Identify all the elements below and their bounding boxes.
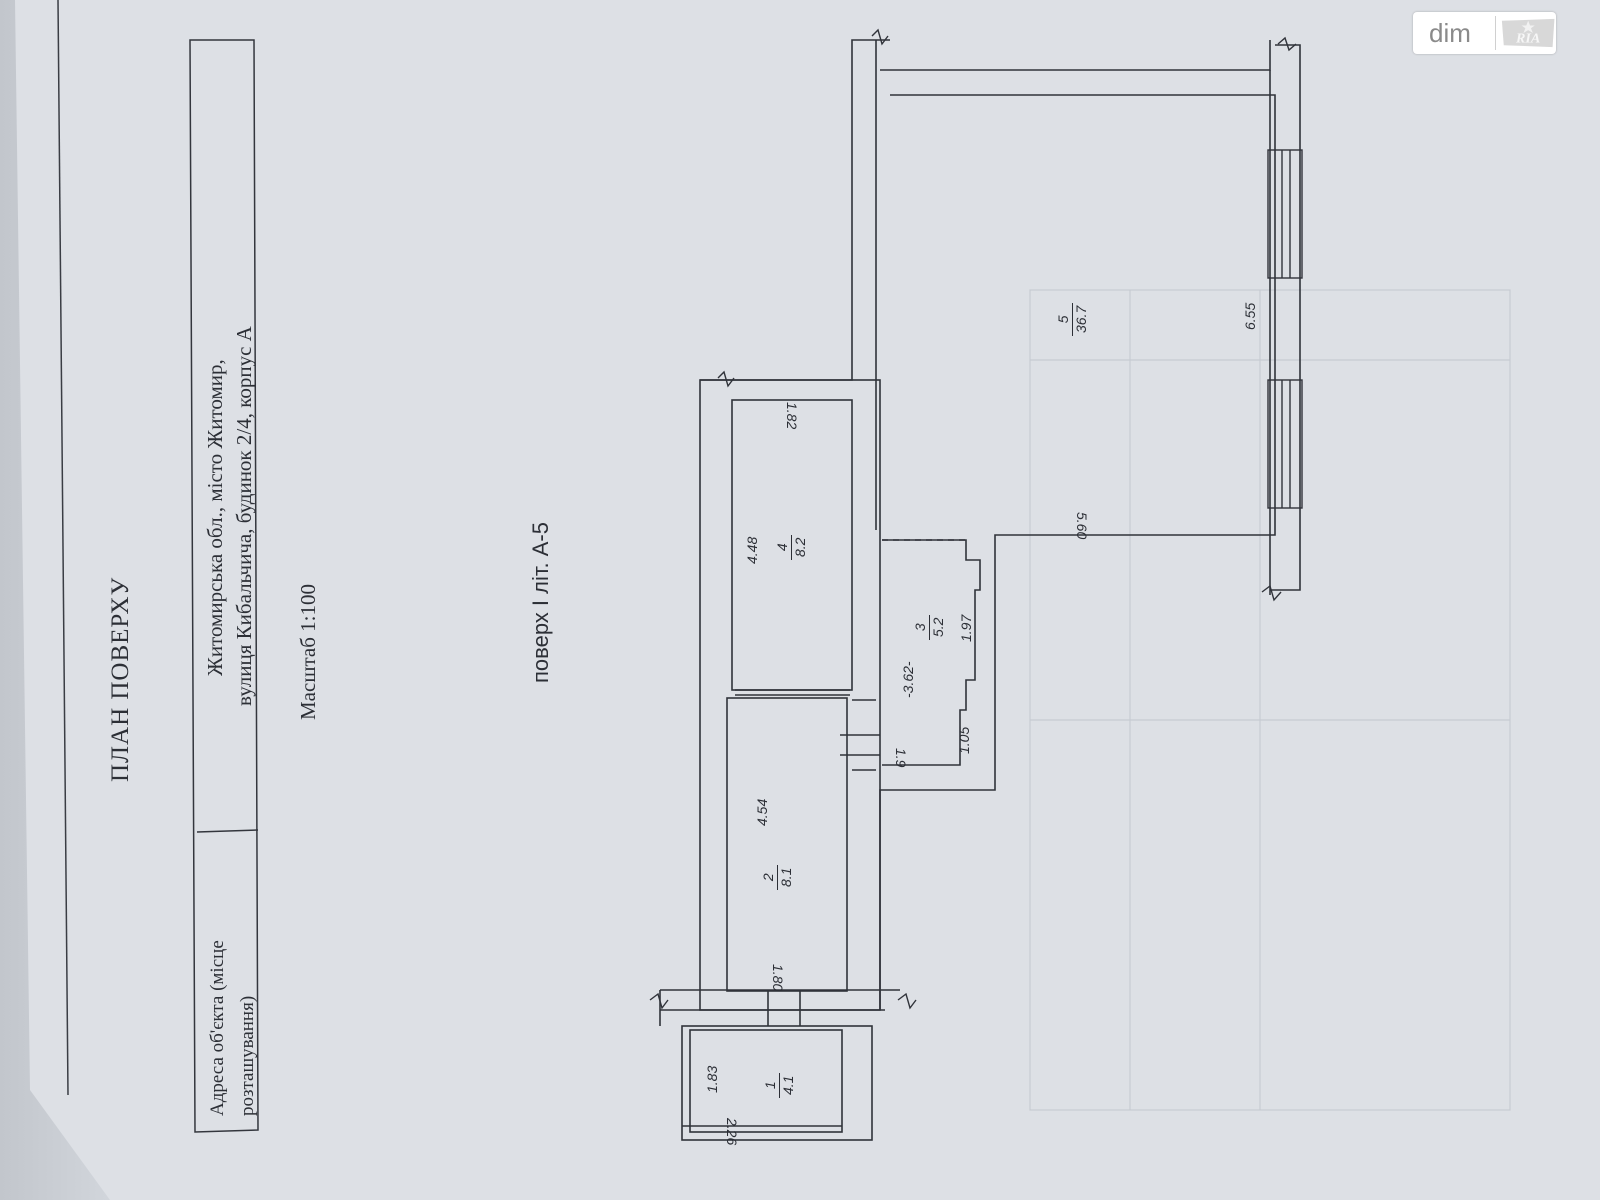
- room-2-number: 2: [760, 864, 778, 890]
- room-3-label: 3 5.2: [912, 614, 947, 640]
- dim-1-05: 1.05: [956, 726, 972, 754]
- floor-label: поверх І літ. А-5: [528, 522, 553, 683]
- room-4-area: 8.2: [792, 537, 808, 557]
- room-1-label: 1 4.1: [762, 1072, 797, 1098]
- dim-1-97: 1.97: [958, 614, 974, 642]
- margin-line: [57, 0, 69, 1096]
- dim-6-55: 6.55: [1242, 302, 1258, 330]
- room-2-label: 2 8.1: [760, 864, 795, 890]
- paper-sheet: [15, 0, 1600, 1200]
- svg-text:RIA: RIA: [1515, 30, 1540, 46]
- room-2-area: 8.1: [778, 867, 794, 887]
- room-4-label: 4 8.2: [774, 534, 809, 560]
- address-line-2: вулиця Кибальчича, будинок 2/4, корпус А: [232, 326, 256, 706]
- dim-1-9: 1.9: [893, 748, 909, 768]
- watermark-divider: [1494, 16, 1496, 50]
- address-box: [189, 39, 259, 1133]
- dim-5-60: 5.60: [1074, 512, 1090, 540]
- room-1-number: 1: [762, 1072, 780, 1098]
- walls: [659, 39, 1301, 1141]
- room-1-area: 4.1: [780, 1075, 796, 1095]
- dim-1-83: 1.83: [704, 1065, 720, 1093]
- room-5-label: 5 36.7: [1055, 302, 1090, 336]
- page-title: ПЛАН ПОВЕРХУ: [107, 576, 134, 782]
- dim-1-80: 1.80: [770, 964, 786, 992]
- room-4-number: 4: [774, 534, 792, 560]
- room-5-area: 36.7: [1073, 305, 1089, 333]
- watermark-brand: dim: [1429, 17, 1471, 48]
- dim-4-54: 4.54: [754, 798, 770, 826]
- address-line-1: Житомирська обл., місто Житомир,: [203, 359, 227, 676]
- address-label: Адреса об'єкта (місце розташування): [207, 940, 258, 1116]
- dim-3-62: -3.62-: [900, 661, 916, 698]
- windows: [1267, 149, 1303, 509]
- dim-4-48: 4.48: [744, 536, 760, 564]
- dim-1-82: 1.82: [784, 402, 800, 430]
- room-5-number: 5: [1055, 302, 1073, 336]
- room-3-area: 5.2: [930, 617, 946, 637]
- ria-logo-icon: RIA: [1501, 18, 1555, 48]
- break-symbols: [649, 28, 1297, 1010]
- dim-2-26: 2.26: [724, 1118, 740, 1146]
- room-3-number: 3: [912, 614, 930, 640]
- scale-label: Масштаб 1:100: [296, 583, 320, 720]
- dim-ria-watermark: dim RIA: [1413, 12, 1556, 54]
